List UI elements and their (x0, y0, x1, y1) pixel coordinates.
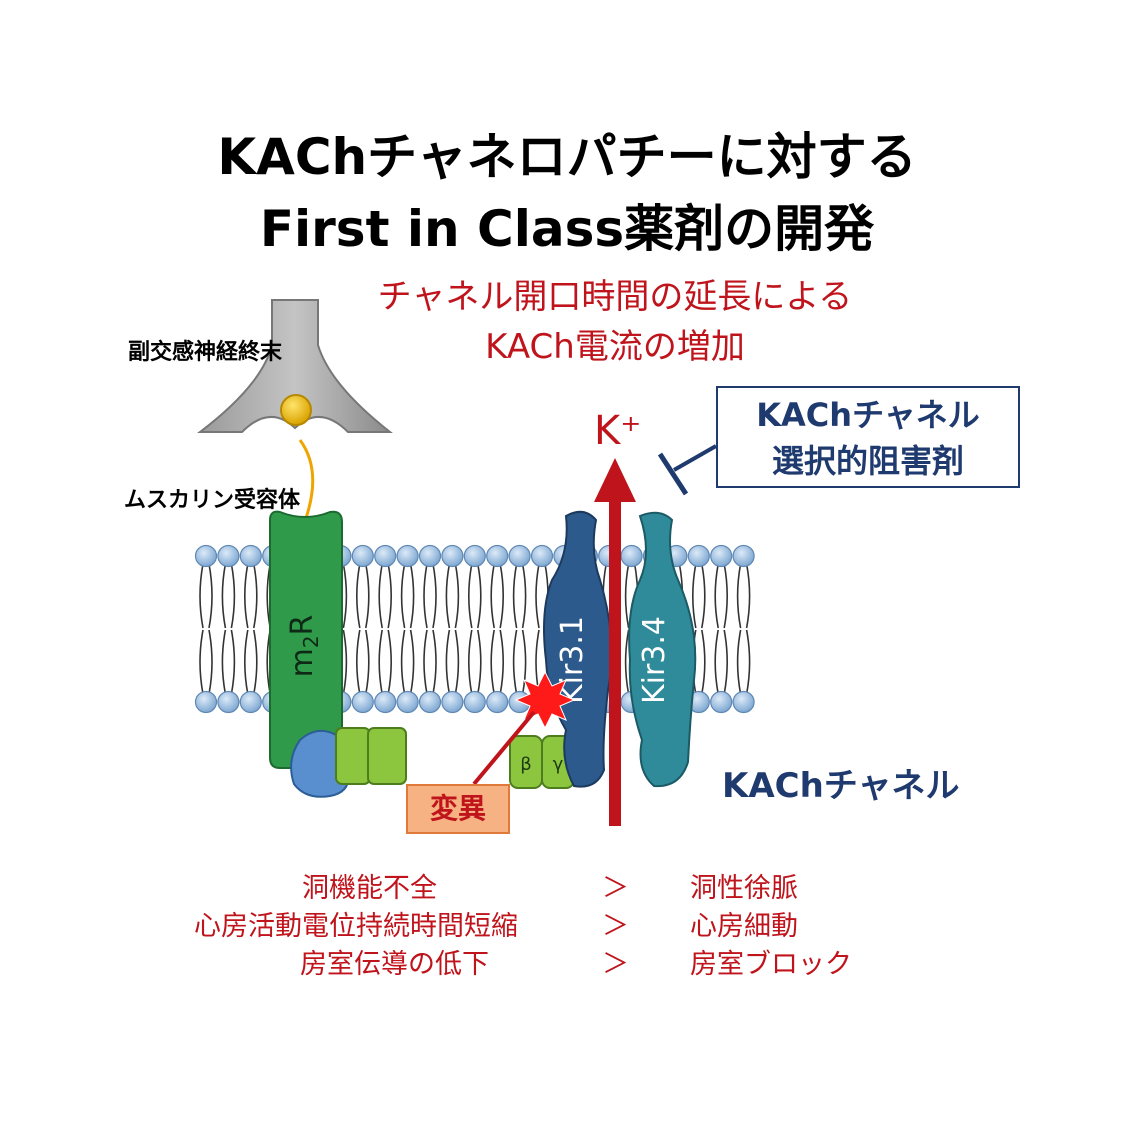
lipid-tail (692, 563, 706, 695)
lipid-tail (445, 563, 460, 695)
lipid-head (687, 544, 710, 568)
muscarinic-label: ムスカリン受容体 (124, 488, 301, 513)
lipid-tail (199, 563, 213, 695)
inhibitor-line-1: KAChチャネル (756, 396, 980, 434)
acetylcholine-vesicle (280, 394, 312, 426)
outcome-effect-2: 心房細動 (690, 911, 798, 942)
outcome-effect-3: 房室ブロック (690, 949, 852, 980)
outcome-cause-3: 房室伝導の低下 (300, 949, 489, 980)
lipid-head (374, 690, 397, 714)
lipid-tail (221, 563, 236, 695)
lipid-tail (714, 563, 728, 695)
outcome-cause-1: 洞機能不全 (302, 873, 437, 904)
outcome-sign-3: ＞ (602, 949, 629, 980)
outcome-cause-2: 心房活動電位持続時間短縮 (194, 911, 518, 942)
lipid-head (463, 544, 486, 568)
lipid-head (217, 544, 240, 568)
acetylcholine-arrow (298, 439, 315, 519)
lipid-head (396, 544, 419, 568)
lipid-tail (244, 563, 258, 695)
kir34-label: Kir3.4 (637, 616, 672, 704)
lipid-tail (423, 563, 437, 695)
lipid-head (486, 690, 509, 714)
lipid-head (710, 690, 733, 714)
lipid-head (396, 690, 419, 714)
lipid-head (374, 544, 397, 568)
lipid-head (239, 690, 262, 714)
lipid-head (508, 544, 531, 568)
mutation-pointer (472, 710, 536, 786)
subtitle-line-1: チャネル開口時間の延長による (377, 277, 853, 317)
mutation-box: 変異 (406, 784, 510, 834)
lipid-head (194, 690, 218, 714)
m2r-receptor-shape (269, 510, 343, 769)
lipid-head (530, 544, 554, 568)
g-protein-block-1 (335, 727, 371, 785)
lipid-tail (378, 563, 392, 695)
title-line-2: First in Class薬剤の開発 (259, 200, 875, 258)
inhibitor-line-2: 選択的阻害剤 (771, 442, 964, 480)
kir34-subunit-shape (628, 511, 697, 788)
parasympathetic-label: 副交感神経終末 (128, 340, 283, 365)
lipid-head (441, 544, 464, 568)
lipid-tail (512, 563, 527, 695)
inhibitor-line (673, 444, 717, 472)
lipid-head (351, 544, 374, 568)
lipid-head (732, 544, 755, 568)
nerve-terminal-shape (197, 299, 393, 433)
kach-channel-label: KAChチャネル (722, 766, 960, 806)
k-ion-arrow-head (594, 458, 636, 502)
mutation-star (514, 670, 576, 730)
lipid-head (418, 690, 442, 714)
inhibitor-box: KAChチャネル 選択的阻害剤 (716, 386, 1020, 488)
g-protein-block-2 (367, 727, 407, 785)
lipid-head (217, 690, 240, 714)
lipid-tail (400, 563, 415, 695)
lipid-head (239, 544, 262, 568)
outcome-sign-2: ＞ (602, 911, 629, 942)
lipid-tail (356, 563, 370, 695)
inhibitor-bar (657, 452, 689, 496)
subtitle-line-2: KACh電流の増加 (485, 327, 745, 367)
outcome-sign-1: ＞ (602, 873, 629, 904)
title-line-1: KAChチャネロパチーに対する (217, 128, 917, 186)
lipid-head (441, 690, 464, 714)
lipid-tail (736, 563, 751, 695)
lipid-tail (468, 563, 482, 695)
lipid-tail (490, 563, 504, 695)
beta-label: β (520, 754, 532, 775)
k-ion-label: K⁺ (594, 408, 642, 454)
m2r-label: m2R (285, 615, 323, 678)
lipid-head (620, 544, 643, 568)
lipid-head (351, 690, 374, 714)
lipid-head (418, 544, 442, 568)
lipid-head (486, 544, 509, 568)
lipid-head (732, 690, 755, 714)
k-ion-arrow-shaft (609, 498, 621, 826)
lipid-head (710, 544, 733, 568)
gamma-label: γ (553, 754, 564, 775)
lipid-head (463, 690, 486, 714)
lipid-head (194, 544, 218, 568)
outcome-effect-1: 洞性徐脈 (690, 873, 798, 904)
